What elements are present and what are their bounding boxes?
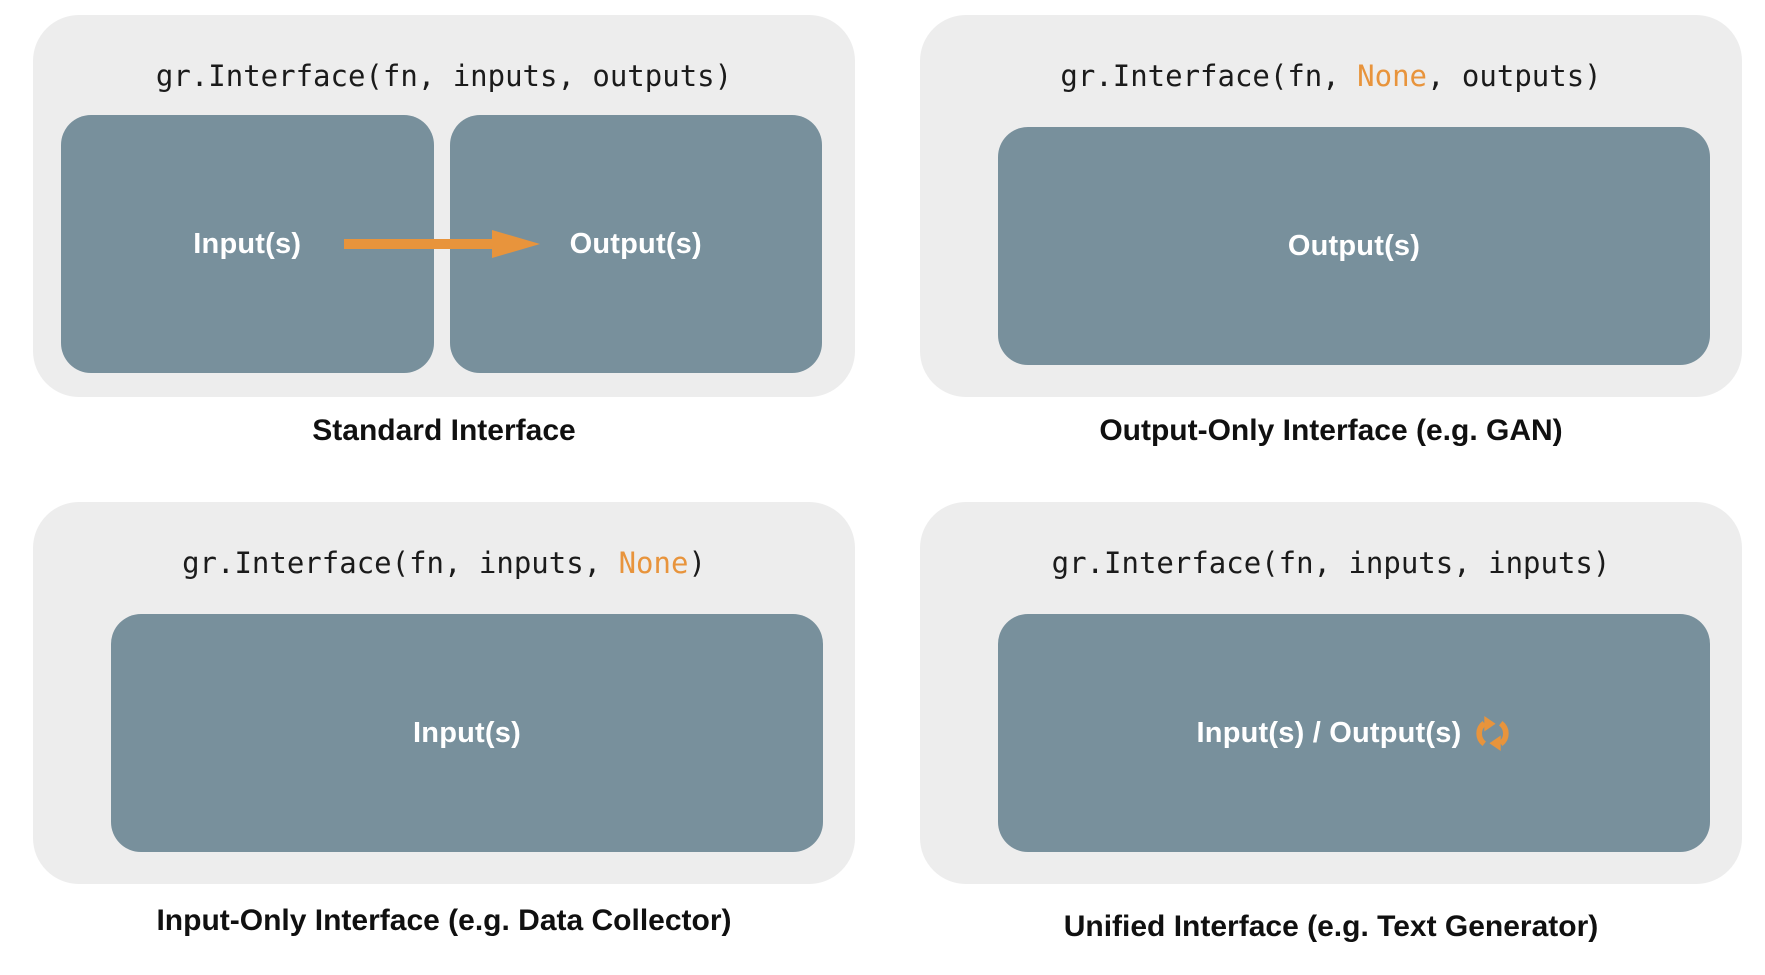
panel-input-only-interface: gr.Interface(fn, inputs, None) Input(s) <box>33 502 855 884</box>
inputs-box-label: Input(s) <box>193 227 302 260</box>
code-line-standard: gr.Interface(fn, inputs, outputs) <box>33 59 855 93</box>
caption-input-only-interface: Input-Only Interface (e.g. Data Collecto… <box>156 904 732 937</box>
inputs-box: Input(s) <box>111 614 823 852</box>
panel-output-only-interface: gr.Interface(fn, None, outputs) Output(s… <box>920 15 1742 397</box>
refresh-cycle-icon <box>1476 715 1510 751</box>
inputs-box-label: Input(s) <box>413 716 521 749</box>
outputs-box-label: Output(s) <box>569 227 702 260</box>
code-line-unified: gr.Interface(fn, inputs, inputs) <box>920 546 1742 580</box>
inputs-outputs-label-text: Input(s) / Output(s) <box>1196 716 1462 749</box>
caption-output-only-interface: Output-Only Interface (e.g. GAN) <box>1099 414 1563 447</box>
inputs-outputs-box: Input(s) / Output(s) <box>998 614 1710 852</box>
code-text: gr.Interface(fn, <box>1060 59 1358 93</box>
inputs-outputs-box-label: Input(s) / Output(s) <box>1197 715 1512 752</box>
code-text: gr.Interface(fn, inputs, inputs) <box>1051 546 1611 580</box>
code-line-input-only: gr.Interface(fn, inputs, None) <box>33 546 855 580</box>
code-text: ) <box>688 546 706 580</box>
outputs-box-label: Output(s) <box>1287 229 1421 262</box>
code-text: gr.Interface(fn, inputs, outputs) <box>155 59 733 93</box>
right-arrow-icon <box>343 230 540 258</box>
panel-unified-interface: gr.Interface(fn, inputs, inputs) Input(s… <box>920 502 1742 884</box>
outputs-box: Output(s) <box>998 127 1710 365</box>
caption-unified-interface: Unified Interface (e.g. Text Generator) <box>1063 910 1599 943</box>
code-line-output-only: gr.Interface(fn, None, outputs) <box>920 59 1742 93</box>
caption-standard-interface: Standard Interface <box>312 414 576 447</box>
code-text: , outputs) <box>1427 59 1602 93</box>
boxes-row: Input(s) Output(s) <box>61 115 822 373</box>
code-none-keyword: None <box>618 546 689 580</box>
code-text: gr.Interface(fn, inputs, <box>182 546 619 580</box>
panel-standard-interface: gr.Interface(fn, inputs, outputs) Input(… <box>33 15 855 397</box>
code-none-keyword: None <box>1357 59 1428 93</box>
